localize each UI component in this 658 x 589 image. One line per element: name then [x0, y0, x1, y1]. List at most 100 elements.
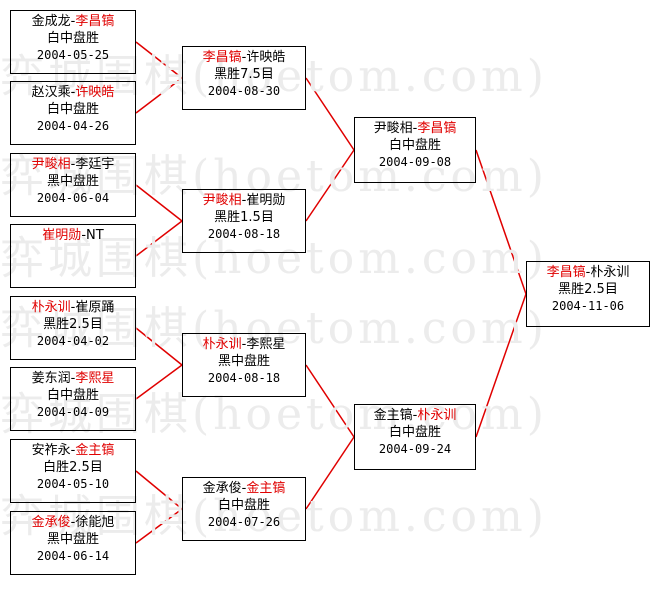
winner-name: 尹畯相 [202, 193, 242, 208]
winner-name: 朴永训 [31, 300, 71, 315]
player-name: 金成龙 [31, 14, 71, 29]
match-result: 白中盘胜 [388, 138, 441, 153]
bracket-connector [135, 41, 183, 79]
match-date: 2004-08-18 [207, 371, 281, 385]
player-name: 安祚永 [31, 443, 71, 458]
winner-name: 金主镐 [75, 443, 115, 458]
match-result: 白中盘胜 [217, 498, 270, 513]
match-box: 朴永训-李熙星 黑中盘胜 2004-08-18 [182, 333, 306, 397]
match-players: 李昌镐-朴永训 [546, 265, 630, 280]
player-name: 许映皓 [246, 50, 286, 65]
bracket-connector [305, 364, 355, 438]
player-name: 崔原踊 [75, 300, 115, 315]
match-box: 安祚永-金主镐 白胜2.5目 2004-05-10 [10, 439, 136, 503]
match-date: 2004-05-10 [36, 477, 110, 491]
match-box: 尹畯相-崔明勋 黑胜1.5目 2004-08-18 [182, 189, 306, 253]
winner-name: 金承俊 [31, 515, 71, 530]
match-box: 朴永训-崔原踊 黑胜2.5目 2004-04-02 [10, 296, 136, 360]
winner-name: 李昌镐 [417, 121, 457, 136]
match-box: 金承俊-金主镐 白中盘胜 2004-07-26 [182, 477, 306, 541]
match-date: 2004-08-18 [207, 227, 281, 241]
match-players: 朴永训-崔原踊 [31, 300, 115, 315]
bracket-connector [305, 436, 355, 510]
bracket-connector [305, 77, 355, 151]
match-box: 姜东润-李熙星 白中盘胜 2004-04-09 [10, 367, 136, 431]
match-box: 崔明勋-NT [10, 224, 136, 288]
match-date: 2004-11-06 [551, 299, 625, 313]
winner-name: 尹畯相 [31, 157, 71, 172]
winner-name: 李熙星 [75, 371, 115, 386]
winner-name: 许映皓 [75, 85, 115, 100]
winner-name: 朴永训 [202, 337, 242, 352]
match-date: 2004-07-26 [207, 515, 281, 529]
match-players: 尹畯相-李昌镐 [373, 121, 457, 136]
match-players: 尹畯相-李廷宇 [31, 157, 115, 172]
watermark-text: 弈城围棋(hoetom.com) [0, 303, 548, 354]
match-players: 安祚永-金主镐 [31, 443, 115, 458]
match-date: 2004-04-26 [36, 119, 110, 133]
match-date: 2004-06-14 [36, 549, 110, 563]
match-box: 尹畯相-李廷宇 黑中盘胜 2004-06-04 [10, 153, 136, 217]
match-players: 朴永训-李熙星 [202, 337, 286, 352]
match-box: 李昌镐-许映皓 黑胜7.5目 2004-08-30 [182, 46, 306, 110]
bracket-connector [135, 184, 183, 222]
winner-name: 朴永训 [417, 408, 457, 423]
player-name: 金主镐 [373, 408, 413, 423]
bracket-connector [135, 470, 183, 510]
match-date: 2004-09-24 [378, 442, 452, 456]
bracket-connector [135, 327, 183, 366]
final-match-box: 李昌镐-朴永训 黑胜2.5目 2004-11-06 [526, 261, 650, 327]
player-name: 徐能旭 [75, 515, 115, 530]
player-name: 李熙星 [246, 337, 286, 352]
match-result: 白中盘胜 [388, 425, 441, 440]
player-name: 姜东润 [31, 371, 71, 386]
match-players: 金主镐-朴永训 [373, 408, 457, 423]
watermark-text: 弈城围棋(hoetom.com) [0, 233, 548, 284]
match-result: 白胜2.5目 [43, 460, 103, 475]
match-result: 黑中盘胜 [46, 174, 99, 189]
match-box: 尹畯相-李昌镐 白中盘胜 2004-09-08 [354, 117, 476, 183]
match-players: 姜东润-李熙星 [31, 371, 115, 386]
winner-name: 李昌镐 [546, 265, 586, 280]
watermark-text: 弈城围棋(hoetom.com) [0, 151, 548, 202]
match-players: 金成龙-李昌镐 [31, 14, 115, 29]
match-players: 崔明勋-NT [42, 228, 104, 243]
match-result: 黑胜7.5目 [214, 67, 274, 82]
match-date: 2004-04-09 [36, 405, 110, 419]
match-players: 赵汉乘-许映皓 [31, 85, 115, 100]
player-name: 金承俊 [202, 481, 242, 496]
match-result: 白中盘胜 [46, 31, 99, 46]
watermark-text: 弈城围棋(hoetom.com) [0, 51, 548, 102]
winner-name: 金主镐 [246, 481, 286, 496]
bracket-connector [135, 220, 183, 257]
match-date: 2004-04-02 [36, 334, 110, 348]
match-date: 2004-06-04 [36, 191, 110, 205]
watermark-text: 弈城围棋(hoetom.com) [0, 389, 548, 440]
player-name: 李廷宇 [75, 157, 115, 172]
winner-name: 崔明勋 [42, 228, 82, 243]
match-date: 2004-09-08 [378, 155, 452, 169]
match-result: 黑胜2.5目 [558, 282, 618, 297]
match-players: 李昌镐-许映皓 [202, 50, 286, 65]
match-box: 金成龙-李昌镐 白中盘胜 2004-05-25 [10, 10, 136, 74]
bracket-connector [475, 149, 527, 295]
player-name: 尹畯相 [373, 121, 413, 136]
bracket-connector [475, 293, 527, 438]
bracket-connector [135, 508, 183, 544]
watermark-text: 弈城围棋(hoetom.com) [0, 491, 548, 542]
match-box: 金主镐-朴永训 白中盘胜 2004-09-24 [354, 404, 476, 470]
match-result: 白中盘胜 [46, 102, 99, 117]
match-date: 2004-08-30 [207, 84, 281, 98]
match-players: 金承俊-徐能旭 [31, 515, 115, 530]
bracket-connector [135, 77, 183, 114]
match-players: 金承俊-金主镐 [202, 481, 286, 496]
bracket-connector [305, 149, 355, 222]
match-date: 2004-05-25 [36, 48, 110, 62]
match-players: 尹畯相-崔明勋 [202, 193, 286, 208]
match-result: 黑胜2.5目 [43, 317, 103, 332]
match-result: 白中盘胜 [46, 388, 99, 403]
match-result: 黑中盘胜 [217, 354, 270, 369]
winner-name: 李昌镐 [202, 50, 242, 65]
player-name: 崔明勋 [246, 193, 286, 208]
